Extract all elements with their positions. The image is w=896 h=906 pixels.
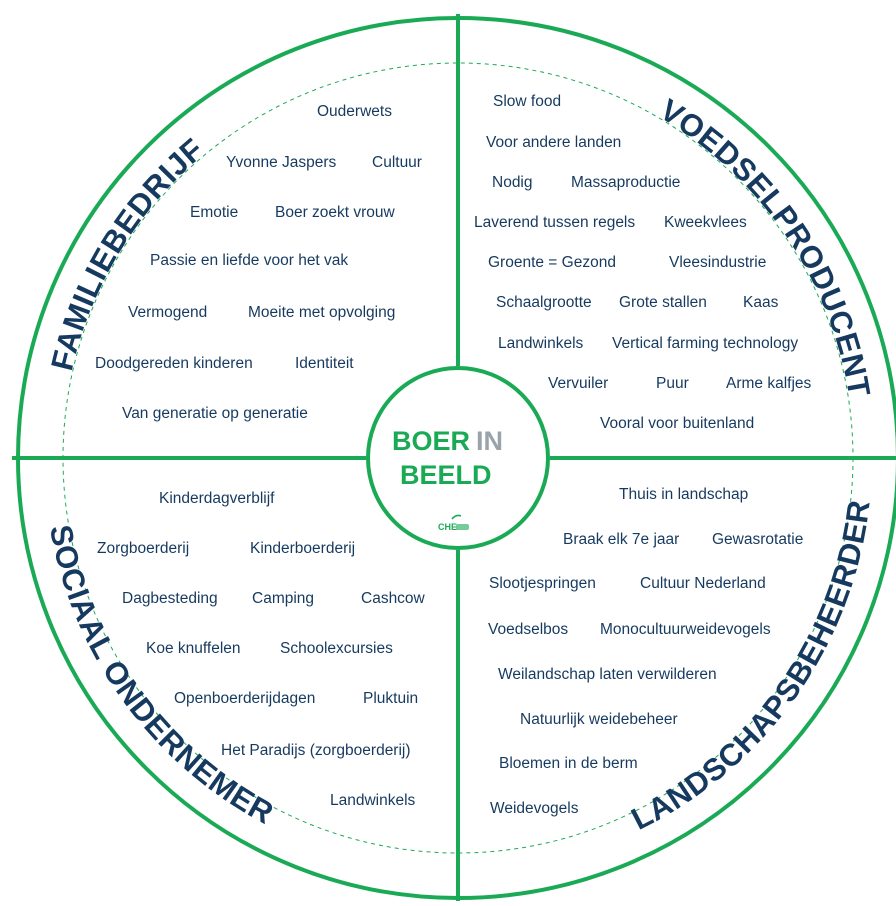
term-weilandschap: Weilandschap laten verwilderen [498, 666, 717, 683]
landschap-terms: Thuis in landschap Braak elk 7e jaar Gew… [488, 486, 803, 817]
term-cultuur: Cultuur [372, 154, 422, 171]
term-voor-andere-landen: Voor andere landen [486, 134, 621, 151]
term-doodgereden-kinderen: Doodgereden kinderen [95, 355, 253, 372]
term-nodig: Nodig [492, 174, 533, 191]
logo-boer: BOER [392, 426, 470, 456]
term-monocultuurweidevogels: Monocultuurweidevogels [600, 621, 771, 638]
term-identiteit: Identiteit [295, 355, 354, 372]
term-schoolexcursies: Schoolexcursies [280, 640, 393, 657]
term-gewasrotatie: Gewasrotatie [712, 531, 803, 548]
term-groente-gezond: Groente = Gezond [488, 254, 616, 271]
term-kweekvlees: Kweekvlees [664, 214, 747, 231]
term-openboerderijdagen: Openboerderijdagen [174, 690, 315, 707]
term-landwinkels-sociaal: Landwinkels [330, 792, 416, 809]
logo-in: IN [476, 426, 503, 456]
term-koe-knuffelen: Koe knuffelen [146, 640, 241, 657]
term-cashcow: Cashcow [361, 590, 426, 607]
term-cultuur-nederland: Cultuur Nederland [640, 575, 766, 592]
term-het-paradijs: Het Paradijs (zorgboerderij) [221, 742, 411, 759]
term-yvonne-jaspers: Yvonne Jaspers [226, 154, 337, 171]
term-weidevogels: Weidevogels [490, 800, 579, 817]
term-bloemen-in-de-berm: Bloemen in de berm [499, 755, 638, 772]
term-vermogend: Vermogend [128, 304, 207, 321]
term-slow-food: Slow food [493, 93, 561, 110]
sociaal-terms: Kinderdagverblijf Zorgboerderij Kinderbo… [97, 490, 426, 809]
term-van-generatie: Van generatie op generatie [122, 405, 308, 422]
term-ouderwets: Ouderwets [317, 103, 392, 120]
term-puur: Puur [656, 375, 689, 392]
logo-beeld: BEELD [400, 460, 492, 490]
term-vertical-farming: Vertical farming technology [612, 335, 798, 352]
term-braak: Braak elk 7e jaar [563, 531, 679, 548]
term-thuis-in-landschap: Thuis in landschap [619, 486, 748, 503]
term-zorgboerderij: Zorgboerderij [97, 540, 189, 557]
che-logo-text: CHE [438, 522, 457, 532]
term-kinderdagverblijf: Kinderdagverblijf [159, 490, 275, 507]
term-kinderboerderij: Kinderboerderij [250, 540, 355, 557]
term-natuurlijk-weidebeheer: Natuurlijk weidebeheer [520, 711, 678, 728]
term-camping: Camping [252, 590, 314, 607]
term-vleesindustrie: Vleesindustrie [669, 254, 766, 271]
che-logo-icon [451, 514, 469, 530]
term-moeite-met-opvolging: Moeite met opvolging [248, 304, 395, 321]
term-boer-zoekt-vrouw: Boer zoekt vrouw [275, 204, 396, 221]
term-landwinkels-voedsel: Landwinkels [498, 335, 584, 352]
term-passie: Passie en liefde voor het vak [150, 252, 348, 269]
center-hub [366, 366, 550, 550]
term-slootjespringen: Slootjespringen [489, 575, 596, 592]
term-voedselbos: Voedselbos [488, 621, 568, 638]
term-vervuiler: Vervuiler [548, 375, 608, 392]
term-pluktuin: Pluktuin [363, 690, 418, 707]
term-dagbesteding: Dagbesteding [122, 590, 218, 607]
term-emotie: Emotie [190, 204, 238, 221]
term-laverend: Laverend tussen regels [474, 214, 635, 231]
familiebedrijf-terms: Ouderwets Yvonne Jaspers Cultuur Emotie … [95, 103, 422, 422]
term-grote-stallen: Grote stallen [619, 294, 707, 311]
voedselproducent-terms: Slow food Voor andere landen Nodig Massa… [474, 93, 812, 432]
term-massaproductie: Massaproductie [571, 174, 680, 191]
term-schaalgrootte: Schaalgrootte [496, 294, 592, 311]
term-vooral-voor-buitenland: Vooral voor buitenland [600, 415, 754, 432]
term-arme-kalfjes: Arme kalfjes [726, 375, 812, 392]
term-kaas: Kaas [743, 294, 779, 311]
